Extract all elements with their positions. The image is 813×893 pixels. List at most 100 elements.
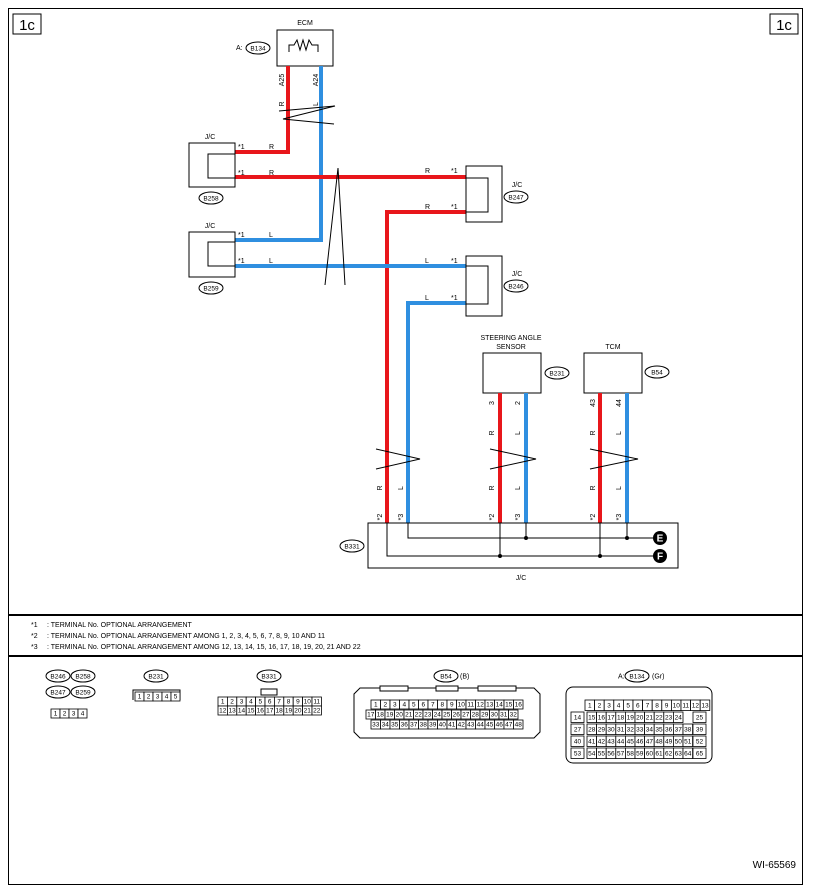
pin-number: 3 [156, 694, 160, 701]
ecm-resistor-symbol [288, 38, 319, 52]
pin-number: 1 [138, 694, 142, 701]
pin-number: 64 [684, 750, 692, 757]
ecm-wire-l-label: L [313, 102, 320, 106]
pin-cell [513, 719, 524, 730]
pin-number: 32 [627, 726, 635, 733]
pin-number: 6 [421, 702, 425, 709]
pin-number: 12 [692, 702, 700, 709]
pin-number: 15 [247, 708, 255, 715]
pin-number: 20 [396, 712, 404, 719]
node-f [653, 549, 667, 563]
jc4-badge-3 [45, 685, 71, 699]
pin-cell [699, 699, 711, 711]
pin-number: 34 [382, 722, 390, 729]
pin-number: 18 [377, 712, 385, 719]
pin-number: 10 [458, 702, 466, 709]
sas-label-1: STEERING ANGLE [480, 335, 541, 342]
pin-number: 44 [617, 738, 625, 745]
pin-number: 25 [696, 714, 704, 721]
pin-number: 11 [467, 702, 474, 709]
pin-number: 43 [467, 722, 475, 729]
b258-badge [198, 191, 224, 205]
b331-bus-f [386, 523, 655, 557]
b54-view-key-3 [477, 685, 517, 692]
pin-number: 40 [439, 722, 447, 729]
pin-number: 49 [665, 738, 673, 745]
b259-inner [207, 241, 236, 267]
pin-number: 22 [313, 708, 321, 715]
junction-dot [598, 554, 602, 558]
pin-cell [77, 708, 88, 719]
twist-mark-jc [324, 167, 346, 286]
pin-number: 35 [655, 726, 663, 733]
tcm-id: B54 [651, 370, 663, 377]
jc4-label-3: B247 [50, 690, 66, 697]
jc4-badge-4 [70, 685, 96, 699]
pin-number: 29 [598, 726, 606, 733]
pin-cell [673, 711, 684, 723]
sas-wire-l-label-2: L [515, 486, 522, 490]
b331-mark-l: *3 [398, 514, 405, 521]
pin-number: 38 [420, 722, 428, 729]
tcm-badge [644, 365, 670, 379]
wire-ecm-r [235, 66, 290, 154]
b331-view-latch [260, 688, 278, 696]
pin-number: 18 [275, 708, 283, 715]
pin-cell [682, 735, 694, 747]
pin-number: 7 [646, 702, 650, 709]
pin-number: 2 [147, 694, 151, 701]
pin-number: 59 [636, 750, 644, 757]
b331-id: B331 [344, 544, 360, 551]
pin-number: 6 [268, 699, 272, 706]
pin-number: 2 [383, 702, 387, 709]
pin-number: 37 [675, 726, 683, 733]
page-tag-box-right [769, 13, 799, 35]
ecm-pin-r: A25 [279, 74, 286, 87]
pin-number: 16 [515, 702, 523, 709]
ecm-connector-badge [245, 41, 271, 55]
page-tag-right: 1c [776, 17, 792, 34]
b259-wire-1-label: L [269, 232, 273, 239]
pin-number: 5 [258, 699, 262, 706]
b247-id: B247 [508, 195, 524, 202]
b259-wire-2-label: L [269, 258, 273, 265]
pin-number: 15 [588, 714, 596, 721]
b247-wire-1-label: R [425, 168, 430, 175]
page-frame [8, 8, 803, 885]
pin-number: 5 [174, 694, 178, 701]
sas-wire-l-label: L [515, 431, 522, 435]
b246-inner [465, 265, 489, 305]
pin-number: 41 [588, 738, 596, 745]
b246-mark-1: *1 [451, 258, 458, 265]
pin-number: 24 [434, 712, 442, 719]
pin-number: 61 [655, 750, 663, 757]
pin-cell [570, 747, 585, 759]
tcm-wire-r-label: R [590, 430, 597, 435]
sas-id: B231 [549, 371, 565, 378]
twist-mark-b331 [375, 448, 421, 470]
tcm-pin-l: 44 [616, 399, 623, 407]
node-e [653, 531, 667, 545]
pin-number: 48 [655, 738, 663, 745]
pin-number: 20 [294, 708, 302, 715]
pin-number: 15 [505, 702, 513, 709]
junction-dot [524, 536, 528, 540]
b247-inner [465, 177, 489, 213]
pin-number: 23 [665, 714, 673, 721]
pin-number: 29 [481, 712, 489, 719]
pin-number: 45 [627, 738, 635, 745]
pin-number: 9 [665, 702, 669, 709]
pin-cell [692, 723, 707, 735]
pin-number: 9 [296, 699, 300, 706]
tcm-wire-r-label-2: R [590, 485, 597, 490]
pin-number: 33 [372, 722, 380, 729]
pin-number: 1 [374, 702, 378, 709]
note-3-text: : TERMINAL No. OPTIONAL ARRANGEMENT AMON… [47, 644, 361, 651]
pin-cell [692, 735, 707, 747]
b247-wire-2-label: R [425, 204, 430, 211]
note-3-mark: *3 [31, 644, 38, 651]
page-tag-left: 1c [19, 17, 35, 34]
